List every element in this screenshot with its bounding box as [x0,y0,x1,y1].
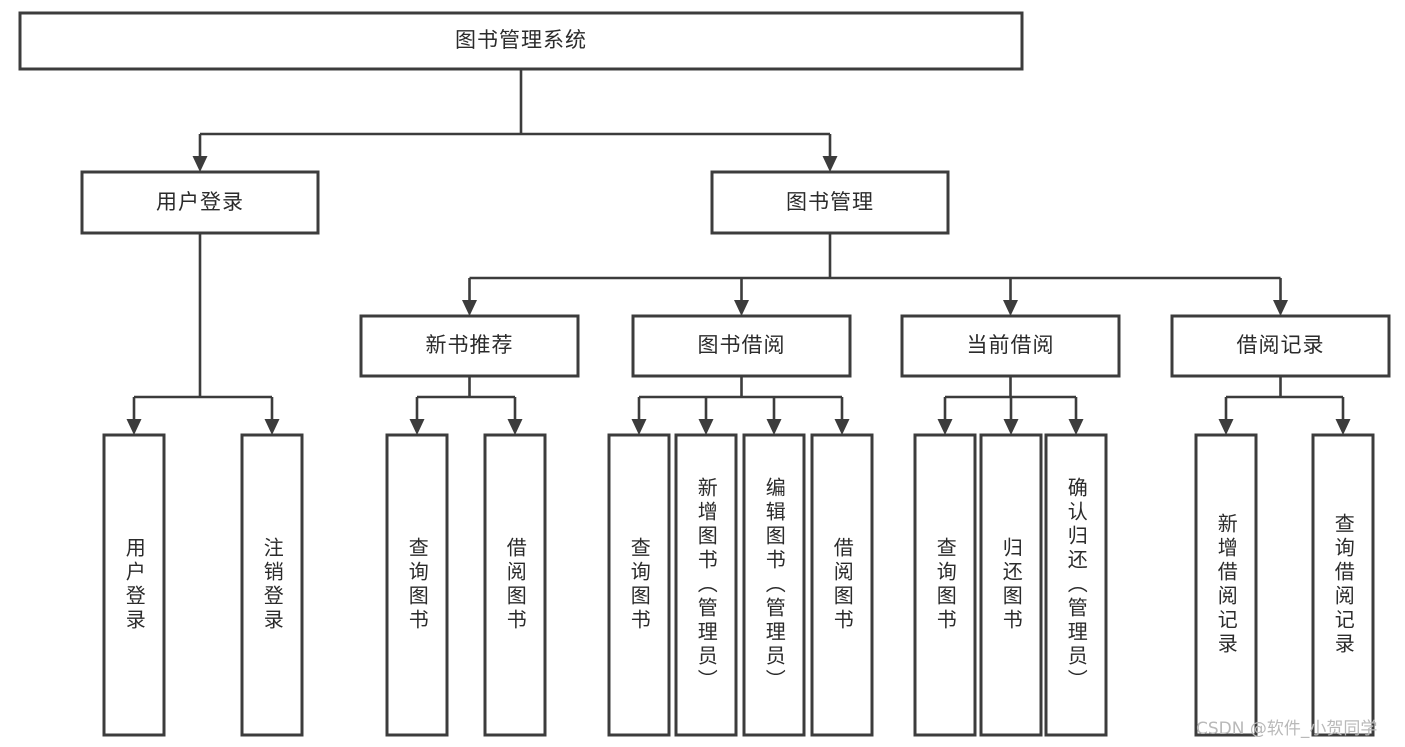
node-box-new-book-rec[interactable] [359,314,580,378]
node-box-borrow-record[interactable] [1170,314,1391,378]
node-box-leaf-query-2[interactable] [607,433,671,737]
node-box-book-manage[interactable] [710,170,950,235]
node-box-leaf-borrow-1[interactable] [483,433,547,737]
node-box-leaf-user-login[interactable] [102,433,166,737]
node-box-leaf-query-rec[interactable] [1311,433,1375,737]
node-box-book-borrow[interactable] [631,314,852,378]
node-box-leaf-borrow-2[interactable] [810,433,874,737]
node-box-current-borrow[interactable] [900,314,1121,378]
node-box-leaf-query-1[interactable] [385,433,449,737]
node-box-leaf-add-rec[interactable] [1194,433,1258,737]
watermark-text: CSDN @软件_小贺同学 [1196,719,1378,739]
node-box-leaf-confirm[interactable] [1044,433,1108,737]
node-box-leaf-add-book[interactable] [674,433,738,737]
node-box-leaf-query-3[interactable] [913,433,977,737]
node-box-user-login[interactable] [80,170,320,235]
node-box-leaf-logout[interactable] [240,433,304,737]
node-box-leaf-edit-book[interactable] [742,433,806,737]
node-box-leaf-return[interactable] [979,433,1043,737]
node-box-root[interactable] [18,11,1024,71]
